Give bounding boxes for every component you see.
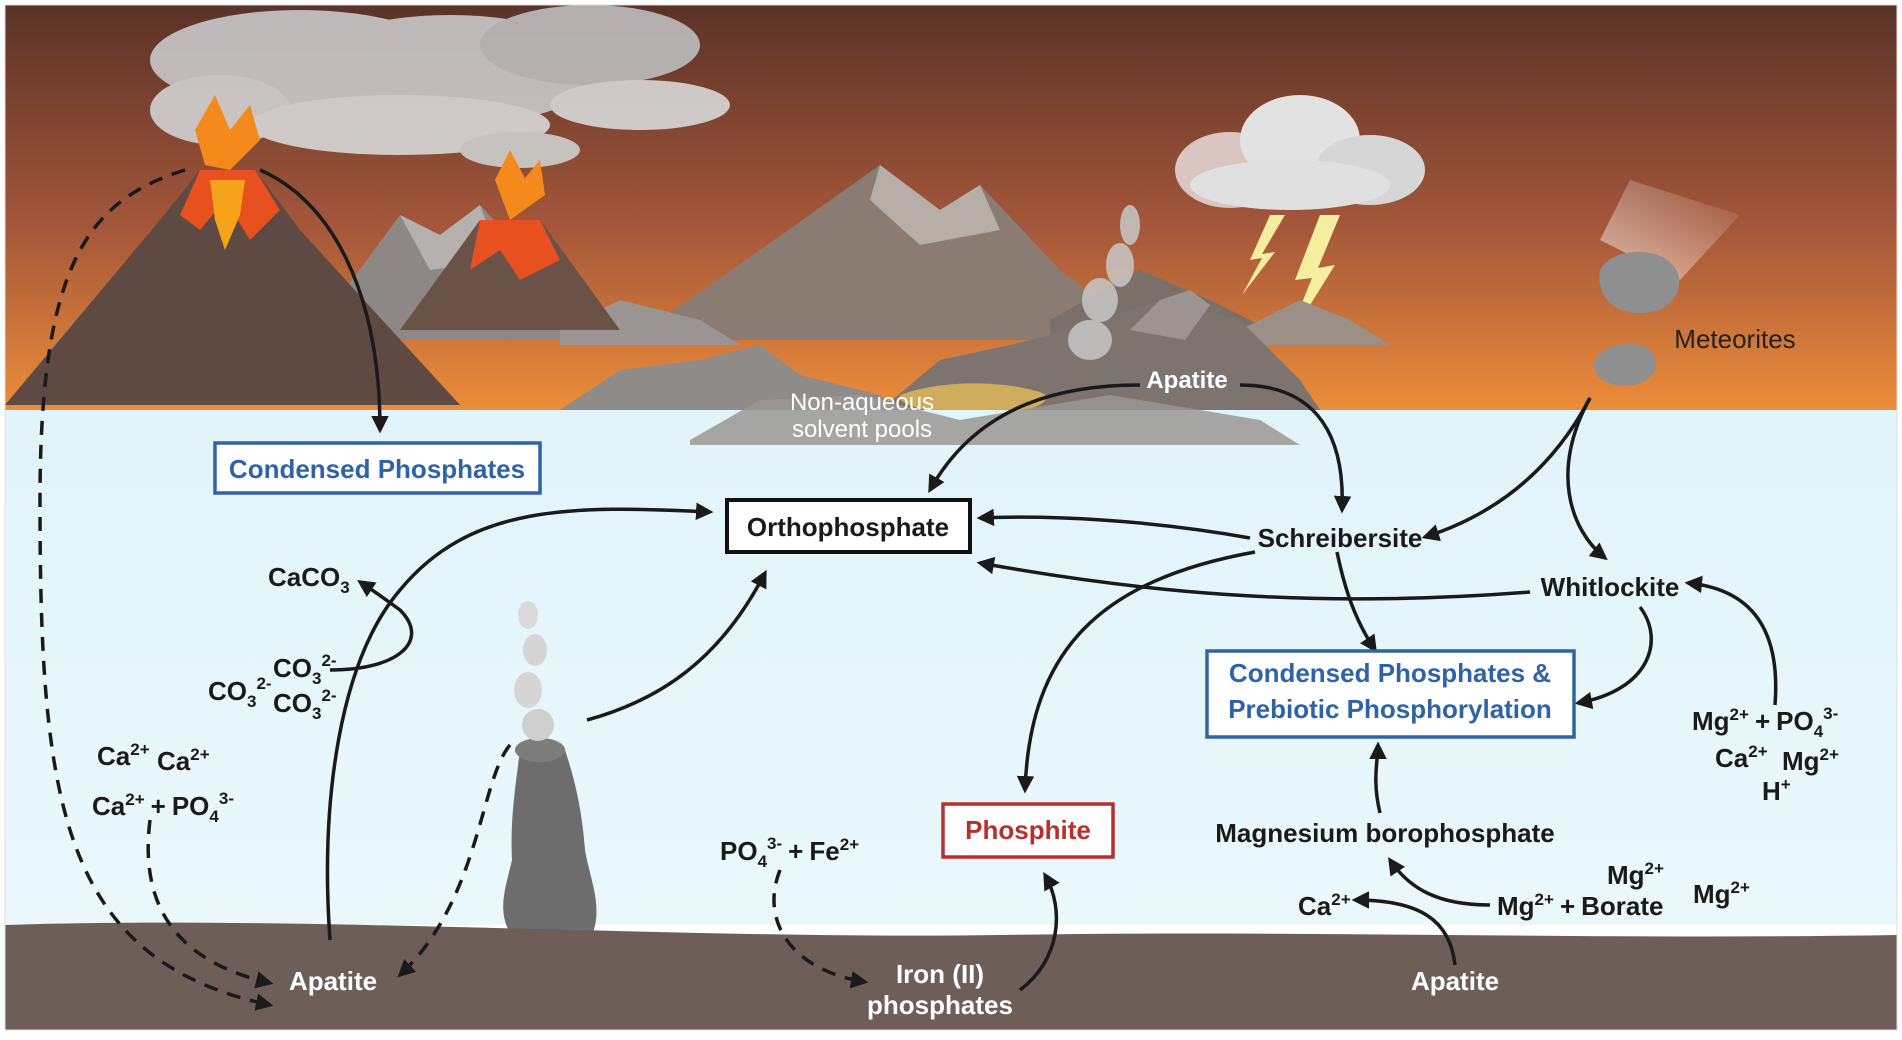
meteorite-icon bbox=[1594, 251, 1680, 386]
hydrothermal-vent bbox=[503, 601, 597, 940]
apatite-top-label: Apatite bbox=[1146, 367, 1227, 394]
arrow-schreibersite-phosphite bbox=[1016, 550, 1256, 794]
condensed-phosphates-box bbox=[213, 441, 542, 495]
condensed-prebiotic-label-2: Prebiotic Phosphorylation bbox=[1228, 694, 1552, 724]
phosphite-label: Phosphite bbox=[965, 815, 1091, 845]
phosphate-iron-label: PO43-+Fe2+ bbox=[720, 834, 859, 871]
arrow-capo4-apatite bbox=[146, 819, 274, 989]
magnesium-ion-right-1: Mg2+ bbox=[1782, 745, 1839, 776]
calcium-ion-bottom: Ca2+ bbox=[1298, 890, 1351, 921]
arrow-mgpo4-whitlockite bbox=[1684, 575, 1778, 706]
meteorites-label: Meteorites bbox=[1674, 324, 1795, 354]
iron-phosphates-label-2: phosphates bbox=[867, 990, 1013, 1020]
carbonate-ion-1: CO32- bbox=[273, 651, 337, 688]
calcium-ion-2: Ca2+ bbox=[157, 745, 210, 776]
orthophosphate-label: Orthophosphate bbox=[747, 512, 949, 542]
arrow-apatite-ortho bbox=[928, 383, 1141, 494]
volcano-large bbox=[5, 95, 460, 405]
arrow-volcano-condensed bbox=[259, 168, 389, 434]
phosphite-box bbox=[941, 802, 1115, 859]
magnesium-borate-label: Mg2++Borate bbox=[1497, 890, 1663, 921]
caco3-label: CaCO3 bbox=[268, 562, 350, 597]
schreibersite-label: Schreibersite bbox=[1258, 523, 1423, 553]
arrow-apatite-ortho-left bbox=[325, 502, 714, 941]
arrow-volcano-apatite bbox=[38, 168, 274, 1011]
volcano-small bbox=[400, 150, 620, 330]
magnesium-ion-3: Mg2+ bbox=[1693, 878, 1750, 909]
arrow-borate-borophosphate bbox=[1388, 857, 1491, 907]
arrow-vent-ortho bbox=[586, 569, 767, 722]
arrow-pofe-iron bbox=[772, 869, 869, 989]
iron-phosphates-label-1: Iron (II) bbox=[896, 959, 984, 989]
condensed-prebiotic-box bbox=[1205, 649, 1576, 739]
magnesium-ion-2: Mg2+ bbox=[1607, 859, 1664, 890]
magnesium-phosphate-label: Mg2++PO43- bbox=[1692, 704, 1838, 741]
proton-label: H+ bbox=[1762, 775, 1791, 806]
condensed-prebiotic-label-1: Condensed Phosphates & bbox=[1229, 658, 1551, 688]
calcium-ion-right: Ca2+ bbox=[1715, 742, 1768, 773]
magnesium-borophosphate-label: Magnesium borophosphate bbox=[1215, 818, 1554, 848]
arrow-vent-apatite bbox=[397, 743, 512, 978]
calcium-ion-1: Ca2+ bbox=[97, 740, 150, 771]
carbonate-ion-3: CO32- bbox=[273, 686, 337, 723]
non-aqueous-label-1: Non-aqueous bbox=[790, 389, 934, 416]
arrows bbox=[38, 168, 1778, 1011]
steam-plume bbox=[1068, 205, 1140, 360]
arrow-whitlockite-condensed bbox=[1574, 605, 1653, 710]
whitlockite-label: Whitlockite bbox=[1541, 572, 1680, 602]
frame bbox=[4, 4, 1898, 1031]
arrow-meteorites-whitlockite bbox=[1566, 397, 1608, 561]
carbonate-ion-2: CO32- bbox=[208, 674, 272, 711]
arrow-iron-phosphite bbox=[1018, 871, 1060, 992]
orthophosphate-box bbox=[725, 498, 972, 554]
arrow-borophosphate-condensed bbox=[1369, 741, 1387, 814]
seafloor bbox=[5, 922, 1897, 1030]
non-aqueous-label-2: solvent pools bbox=[792, 416, 932, 443]
arrow-meteorites-schreibersite bbox=[1421, 397, 1592, 542]
arrow-apatite-ca bbox=[1351, 891, 1457, 966]
arrow-carbonate-caco3 bbox=[329, 580, 414, 672]
arrow-whitlockite-ortho bbox=[976, 556, 1531, 601]
calcium-phosphate-label: Ca2++PO43- bbox=[92, 789, 234, 826]
arrow-schreibersite-ortho bbox=[976, 508, 1251, 540]
apatite-left-label: Apatite bbox=[289, 966, 377, 996]
arrow-schreibersite-condensed bbox=[1335, 551, 1377, 653]
storm-cloud bbox=[1175, 95, 1425, 210]
apatite-right-label: Apatite bbox=[1411, 966, 1499, 996]
labels: Condensed Phosphates Orthophosphate Cond… bbox=[92, 324, 1839, 1020]
condensed-phosphates-label: Condensed Phosphates bbox=[229, 454, 525, 484]
smoke-clouds bbox=[150, 5, 730, 168]
arrow-apatite-schreibersite bbox=[1239, 383, 1352, 514]
